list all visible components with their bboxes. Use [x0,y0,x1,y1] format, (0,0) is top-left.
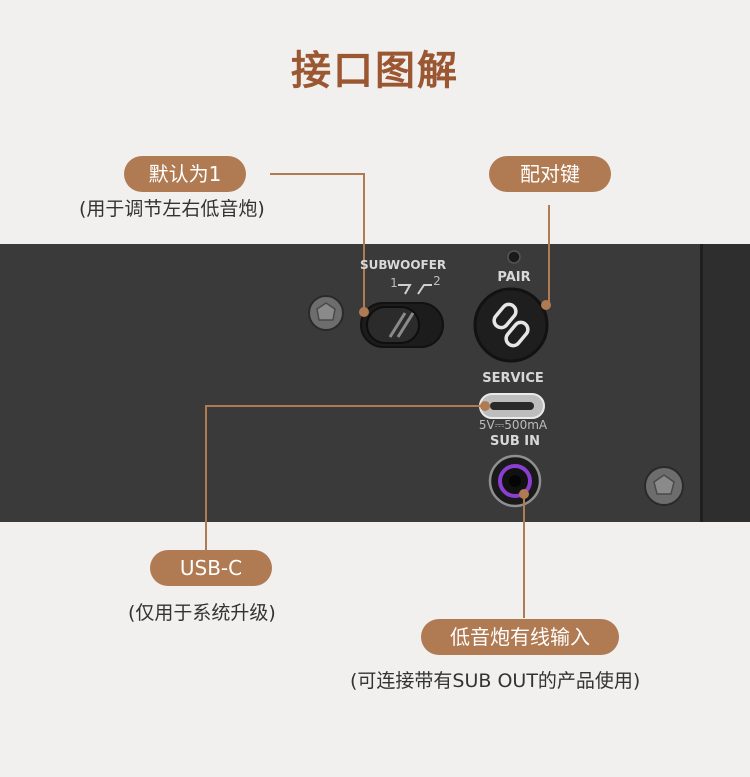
switch-pos-2: 2 [433,274,441,288]
usb-rating-label: 5V⎓500mA [478,418,548,432]
sub-in-jack [488,454,542,508]
callout-dots [359,300,551,499]
callout-usb-c: USB-C [150,550,272,586]
device-panel [0,244,750,522]
pair-label: PAIR [497,270,531,285]
callout-pair-button: 配对键 [489,156,611,192]
link-icon [492,302,530,348]
subwoofer-switch [360,302,444,348]
service-label: SERVICE [482,371,544,386]
screw-left-icon [308,295,344,331]
switch-pos-1: 1 [390,276,398,290]
screw-right-icon [644,466,684,506]
callout-lines [205,173,550,618]
note-sub-in: (可连接带有SUB OUT的产品使用) [350,670,641,692]
note-usb-c: (仅用于系统升级) [128,602,276,624]
sub-in-label: SUB IN [489,434,541,449]
callout-sub-in: 低音炮有线输入 [421,619,619,655]
note-subwoofer-switch: (用于调节左右低音炮) [79,198,265,220]
pair-led-icon [507,250,521,264]
callout-subwoofer-switch: 默认为1 [124,156,246,192]
page-title: 接口图解 [291,48,459,94]
pair-button-body [473,287,549,363]
speaker-grille [700,244,750,522]
subwoofer-label: SUBWOOFER [360,258,447,272]
switch-symbol-icon [398,284,432,295]
